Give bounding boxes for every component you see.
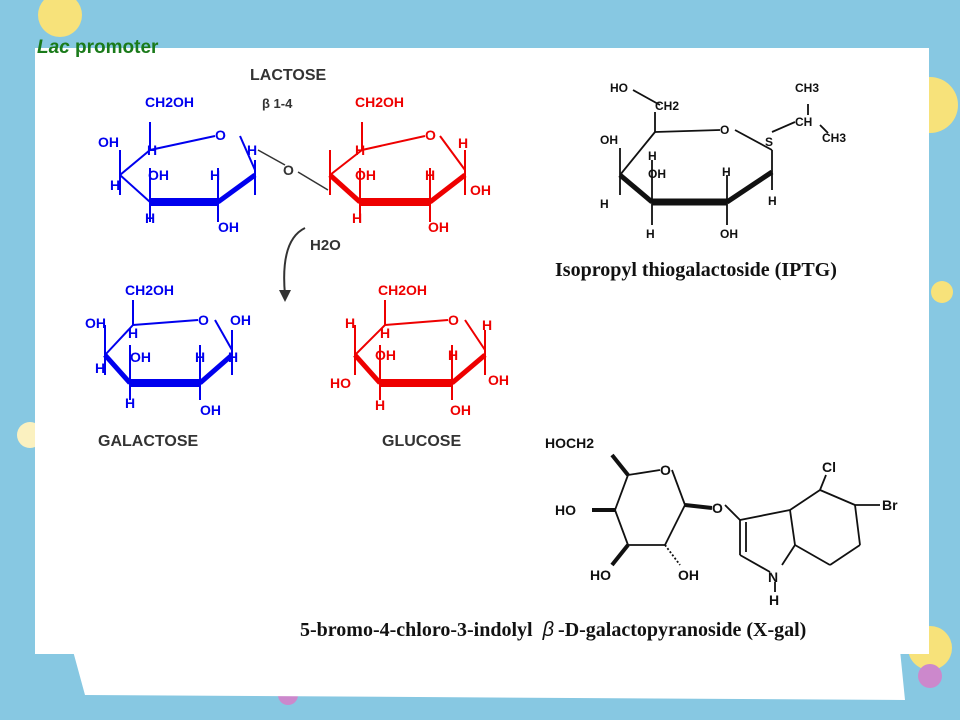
iptg-ho-top: HO (610, 81, 628, 95)
xgal-oh-b: OH (678, 567, 699, 583)
beta-bond-label: β 1-4 (262, 96, 293, 111)
lr-ring-o: O (425, 127, 436, 143)
xgal-ho-bl: HO (590, 567, 611, 583)
title-rest: promoter (69, 37, 159, 58)
iptg-oh-mid: OH (648, 167, 666, 181)
glc-ch2oh: CH2OH (378, 282, 427, 298)
iptg-h-r: H (768, 194, 777, 208)
iptg-h-b: H (646, 227, 655, 241)
slide-title: Lac promoter (37, 37, 158, 59)
xgal-caption-suffix: -D-galactopyranoside (X-gal) (558, 619, 806, 641)
xgal-caption-beta: β (542, 619, 554, 641)
lg-oh-mid: OH (148, 167, 169, 183)
iptg-oh-b: OH (720, 227, 738, 241)
xgal-link-o: O (712, 500, 723, 516)
lg-oh-b: OH (218, 219, 239, 235)
lr-h-r1: H (425, 167, 435, 183)
iptg-ch3-top: CH3 (795, 81, 819, 95)
lr-h-bl: H (352, 210, 362, 226)
gal-oh-mid: OH (130, 349, 151, 365)
glucose-label: GLUCOSE (382, 433, 461, 450)
decor-page-edge (70, 640, 905, 700)
iptg-caption: Isopropyl thiogalactoside (IPTG) (555, 259, 837, 281)
lactose-label: LACTOSE (250, 67, 326, 84)
lg-h-left: H (110, 177, 120, 193)
bridge-o: O (283, 162, 294, 178)
lg-h-r: H (210, 167, 220, 183)
xgal-ring-o: O (660, 462, 671, 478)
lg-ch2oh: CH2OH (145, 94, 194, 110)
iptg-h-top: H (648, 149, 657, 163)
lg-oh-left: OH (98, 134, 119, 150)
lactose-glucose-ring (328, 122, 467, 222)
gal-ring-o: O (198, 312, 209, 328)
title-italic: Lac (37, 37, 70, 58)
gal-h-mr: H (195, 349, 205, 365)
iptg-structure: HO CH2 O S CH3 CH CH3 OH H OH H H H H OH… (555, 81, 846, 281)
gal-h-r: H (228, 349, 238, 365)
xgal-caption-prefix: 5-bromo-4-chloro-3-indolyl (300, 619, 533, 641)
glc-h-left: H (345, 315, 355, 331)
xgal-cl: Cl (822, 459, 836, 475)
iptg-ch3-r: CH3 (822, 131, 846, 145)
gal-ch2oh: CH2OH (125, 282, 174, 298)
xgal-h: H (769, 592, 779, 608)
lactose-structure: LACTOSE β 1-4 CH2OH O OH H H H OH H H OH… (98, 67, 491, 235)
glc-ring-o: O (448, 312, 459, 328)
glc-oh-r: OH (488, 372, 509, 388)
glc-h-b: H (375, 397, 385, 413)
lg-h1: H (147, 142, 157, 158)
lr-oh-mid: OH (355, 167, 376, 183)
glc-ho-left: HO (330, 375, 351, 391)
xgal-caption: 5-bromo-4-chloro-3-indolyl β-D-galactopyr… (300, 619, 806, 641)
gal-h1: H (128, 325, 138, 341)
slide-panel (35, 48, 929, 654)
iptg-oh-left: OH (600, 133, 618, 147)
lr-h-top: H (355, 142, 365, 158)
gal-h-left: H (95, 360, 105, 376)
lr-oh-r: OH (470, 182, 491, 198)
galactose-label: GALACTOSE (98, 433, 198, 450)
decor-dot (918, 664, 942, 688)
glc-h-mr: H (448, 347, 458, 363)
xgal-n: N (768, 569, 778, 585)
gal-oh-anomeric: OH (230, 312, 251, 328)
lr-oh-b: OH (428, 219, 449, 235)
glc-h-top: H (380, 325, 390, 341)
iptg-h-left: H (600, 197, 609, 211)
gal-h-b: H (125, 395, 135, 411)
lg-h-top: H (247, 142, 257, 158)
decor-dot (931, 281, 953, 303)
iptg-h-mr: H (722, 165, 731, 179)
glc-oh-mid: OH (375, 347, 396, 363)
lg-h-bl: H (145, 210, 155, 226)
glc-oh-b: OH (450, 402, 471, 418)
gal-oh-left: OH (85, 315, 106, 331)
iptg-s: S (765, 135, 773, 149)
lr-ch2oh: CH2OH (355, 94, 404, 110)
xgal-hoch2: HOCH2 (545, 435, 594, 451)
galactose-structure: CH2OH O OH OH H H OH H H H OH GALACTOSE (85, 282, 251, 450)
iptg-ch2: CH2 (655, 99, 679, 113)
xgal-br: Br (882, 497, 898, 513)
decor-dot (38, 0, 82, 37)
lg-ring-o: O (215, 127, 226, 143)
glycosidic-bond (297, 171, 329, 191)
h2o-label: H2O (310, 237, 341, 254)
iptg-ring-o: O (720, 123, 729, 137)
xgal-structure: HOCH2 O O HO HO OH Cl Br N H 5-bromo-4-c… (300, 435, 898, 641)
lr-h-rt: H (458, 135, 468, 151)
lactose-galactose-ring (119, 122, 257, 222)
gal-oh-b: OH (200, 402, 221, 418)
hydrolysis-arrow: H2O (279, 227, 341, 302)
glycosidic-bond (257, 149, 286, 166)
iptg-ch: CH (795, 115, 812, 129)
glucose-structure: CH2OH O H H H OH H OH HO H OH GLUCOSE (330, 282, 509, 450)
xgal-ho-left: HO (555, 502, 576, 518)
glc-h-anomeric: H (482, 317, 492, 333)
